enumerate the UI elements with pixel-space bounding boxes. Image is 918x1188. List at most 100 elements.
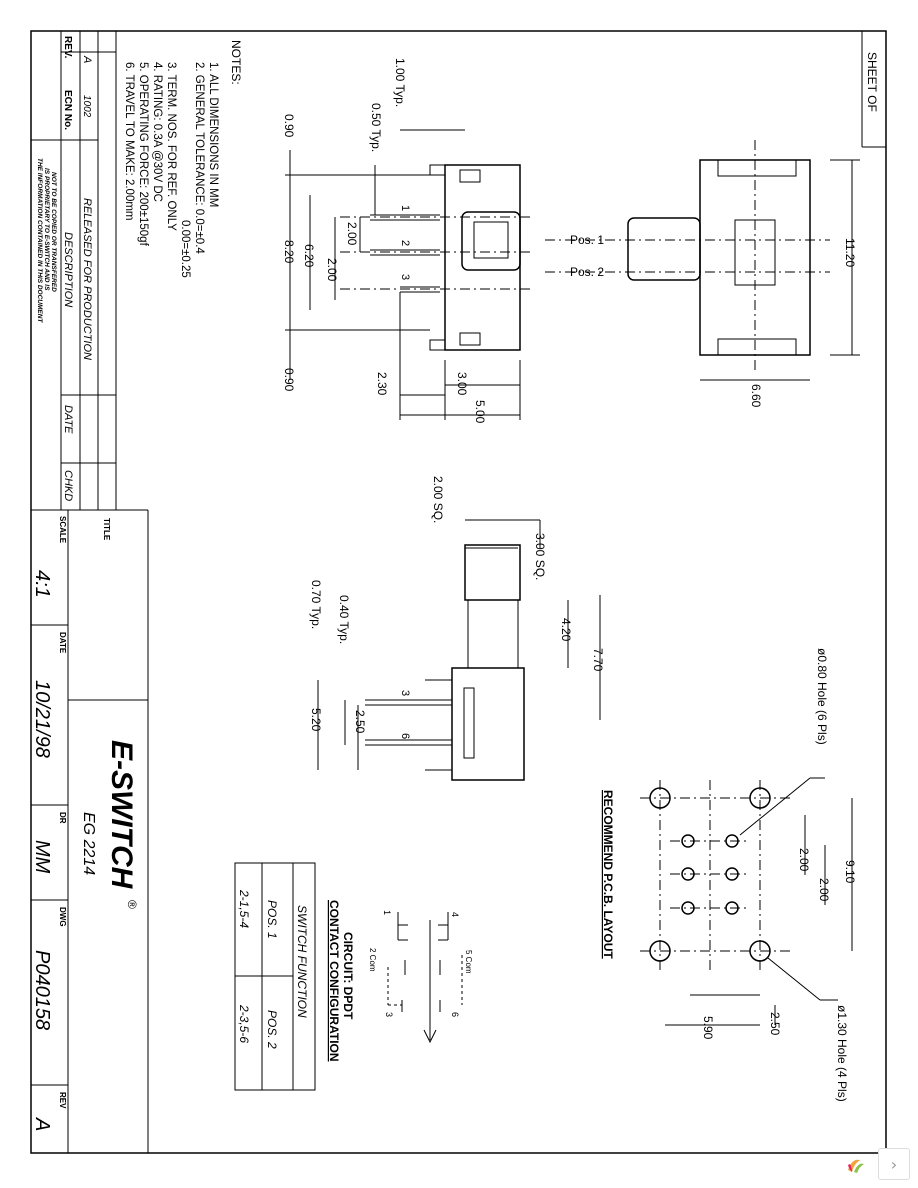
circuit-label-3: 3 xyxy=(384,1012,394,1017)
switch-pos1-value: 2-1,5-4 xyxy=(237,889,251,928)
rev-value: A xyxy=(31,1117,53,1131)
pos-1-label: Pos. 1 xyxy=(570,233,604,247)
revision-block: REV. ECN No. DESCRIPTION DATE CHKD A 100… xyxy=(30,31,148,511)
notes-heading: NOTES: xyxy=(229,40,243,85)
dr-label: DR xyxy=(58,812,67,824)
side-view: 3 6 2.00 SQ. 3.00 SQ. 4.20 7.70 0.40 Typ… xyxy=(309,476,605,781)
dim-width-total: 8.20 xyxy=(282,240,296,264)
dim-pin-w: 0.40 Typ. xyxy=(337,595,351,644)
circuit-label-6: 6 xyxy=(450,1012,460,1017)
note-2: 2. GENERAL TOLERANCE: 0.0=±0.4 xyxy=(193,62,205,254)
note-6: 6. TRAVEL TO MAKE: 2.00mm xyxy=(123,62,135,221)
dim-depth: 6.60 xyxy=(749,384,763,408)
front-pin-2: 2 xyxy=(399,240,411,246)
notes: NOTES: 1. ALL DIMENSIONS IN MM 2. GENERA… xyxy=(123,40,243,278)
proprietary-line-1: THE INFORMATION CONTAINED IN THIS DOCUME… xyxy=(36,158,43,323)
viewer-logo-icon xyxy=(848,1159,864,1173)
pcb-hole-small xyxy=(725,834,739,848)
circuit-label-2com: 2 Com xyxy=(368,948,377,972)
dim-lead-a: 2.30 xyxy=(375,372,389,396)
pcb-col-pitch: 2.00 xyxy=(817,878,831,902)
dim-top-offset: 0.90 xyxy=(282,114,296,138)
rev-row-ecn: 1002 xyxy=(81,95,92,118)
pcb-hole-large xyxy=(649,787,671,809)
sheet-label: SHEET OF xyxy=(865,52,879,112)
dim-lead-c: 5.00 xyxy=(473,400,487,424)
title-block: TITLE EG 2214 SCALE 4:1 DATE 10/21/98 DR… xyxy=(30,510,149,1153)
dim-act-sq: 2.00 SQ. xyxy=(431,476,445,523)
proprietary-line-2: IS PROPRIETARY TO E-SWITCH AND IS xyxy=(43,168,50,291)
note-4: 4. RATING: 0.3A @30V DC xyxy=(151,62,163,202)
side-pin-6: 6 xyxy=(399,733,411,739)
note-3: 3. TERM. NOS. FOR REF. ONLY xyxy=(165,62,177,231)
rev-header-date: DATE xyxy=(62,405,74,434)
dim-bottom-offset: 0.90 xyxy=(282,368,296,392)
title-label: TITLE xyxy=(102,518,111,541)
pcb-row-pitch: 2.00 xyxy=(797,848,811,872)
proprietary-line-3: NOT TO BE COPIED OR TRANSFERED xyxy=(50,172,57,292)
front-pin-1: 1 xyxy=(399,205,411,211)
rev-header-rev: REV. xyxy=(62,36,73,59)
dim-pin-sp: 2.50 xyxy=(353,710,367,734)
sheet-label-box: SHEET OF xyxy=(861,31,886,148)
pcb-hole-small xyxy=(681,867,695,881)
dim-body-sq: 3.00 SQ. xyxy=(533,533,547,580)
pcb-hole-large xyxy=(649,940,671,962)
dim-act-height: 4.20 xyxy=(559,618,573,642)
pcb-hole-small xyxy=(681,834,695,848)
front-view: 1 2 3 1.00 Typ. 0.50 Typ. 0.90 0.90 8.20… xyxy=(282,58,530,424)
dim-pitch-a: 2.00 xyxy=(345,222,359,246)
note-1: 1. ALL DIMENSIONS IN MM xyxy=(207,62,219,207)
side-pin-3: 3 xyxy=(399,690,411,696)
rev-header-description: DESCRIPTION xyxy=(62,232,74,307)
dim-pin-len: 5.20 xyxy=(309,708,323,732)
circuit-label-5com: 5 Com xyxy=(464,950,473,974)
rev-header-chkd: CHKD xyxy=(62,470,74,501)
dim-pin-pitch: 0.70 Typ. xyxy=(309,580,323,629)
pcb-hole-large xyxy=(749,940,771,962)
date-value: 10/21/98 xyxy=(31,680,53,758)
note-5: 5. OPERATING FORCE: 200±150gf xyxy=(137,62,149,247)
e-switch-logo: E-SWITCH xyxy=(105,740,138,890)
logo-registered-mark: ® xyxy=(125,900,139,909)
pcb-large-hole-label: ø1.30 Hole (4 Pls) xyxy=(835,1005,849,1102)
top-view: Pos. 1 Pos. 2 11.20 6.60 xyxy=(545,140,860,408)
dwg-value: P040158 xyxy=(31,950,53,1030)
scale-value: 4:1 xyxy=(31,570,53,598)
pcb-hole-small xyxy=(681,901,695,915)
dim-lead-b: 3.00 xyxy=(455,372,469,396)
circuit-label-4: 4 xyxy=(450,912,460,917)
switch-function-title: SWITCH FUNCTION xyxy=(295,905,309,1018)
pcb-x1: 2.50 xyxy=(768,1012,782,1036)
pcb-small-hole-label: ø0.80 Hole (6 Pls) xyxy=(815,648,829,745)
pcb-x2: 5.90 xyxy=(701,1016,715,1040)
dim-pitch-typ: 1.00 Typ. xyxy=(393,58,407,107)
pcb-span: 9.10 xyxy=(843,860,857,884)
front-pin-3: 3 xyxy=(399,274,411,280)
rev-row-rev: A xyxy=(81,55,93,63)
pcb-hole-small xyxy=(725,901,739,915)
scale-label: SCALE xyxy=(58,516,67,544)
circuit-label-1: 1 xyxy=(382,910,392,915)
next-page-button[interactable]: › xyxy=(878,1148,910,1180)
rev-row-description: RELEASED FOR PRODUCTION xyxy=(81,198,93,360)
switch-pos2-value: 2-3,5-6 xyxy=(237,1004,251,1043)
rev-header-ecn: ECN No. xyxy=(62,90,73,130)
switch-pos1-header: POS. 1 xyxy=(265,900,279,939)
note-2-cont: 0.00=±0.25 xyxy=(179,220,191,278)
dim-pin-typ: 0.50 Typ. xyxy=(369,103,383,152)
dim-length: 11.20 xyxy=(843,238,857,267)
circuit-diagram: CIRCUIT: DPDT CONTACT CONFIGURATION 1 4 … xyxy=(327,900,473,1062)
dim-total-height: 7.70 xyxy=(591,648,605,672)
pcb-layout: RECOMMEND P.C.B. LAYOUT ø0.80 Hole (6 Pl… xyxy=(601,648,857,1102)
dwg-label: DWG xyxy=(58,907,67,927)
rev-label: REV xyxy=(58,1092,67,1109)
pos-2-label: Pos. 2 xyxy=(570,265,604,279)
switch-pos2-header: POS. 2 xyxy=(265,1010,279,1049)
circuit-subtitle: CONTACT CONFIGURATION xyxy=(327,900,341,1062)
pcb-hole-large xyxy=(749,787,771,809)
dim-pitch-b: 2.00 xyxy=(325,258,339,282)
pcb-hole-small xyxy=(725,867,739,881)
title-value: EG 2214 xyxy=(80,812,97,875)
